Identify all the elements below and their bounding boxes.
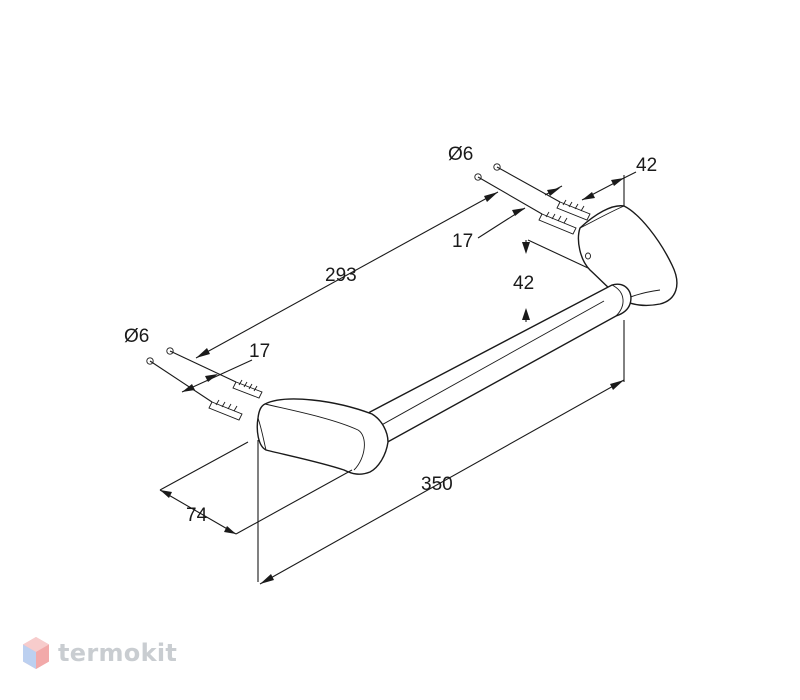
dimension-17-left: 17 (249, 341, 270, 362)
watermark-brand-text: termokit (58, 639, 178, 667)
dimension-350: 350 (421, 474, 453, 495)
right-wall-bracket (577, 205, 678, 307)
termokit-logo-icon (23, 637, 49, 669)
right-hole-lower (474, 173, 482, 181)
dimension-42-height: 42 (513, 273, 534, 294)
dimension-74: 74 (186, 505, 208, 526)
towel-bar-body (256, 205, 678, 475)
right-hole-upper (493, 163, 501, 171)
termokit-watermark: termokit (22, 636, 177, 670)
dimension-17-right: 17 (452, 231, 473, 252)
drill-holes (146, 163, 501, 365)
dimension-293: 293 (325, 265, 357, 286)
dimension-42-width: 42 (636, 155, 657, 176)
dimension-hole-right: Ø6 (448, 144, 473, 165)
dimension-labels: 293 350 74 Ø6 Ø6 17 17 42 42 (124, 144, 657, 526)
left-hole-upper (166, 347, 174, 355)
right-wall-plugs (538, 199, 591, 235)
left-wall-bracket (256, 398, 389, 475)
dimension-lines (159, 171, 637, 585)
left-hole-lower (146, 357, 154, 365)
extension-lines (149, 166, 625, 582)
dimension-hole-left: Ø6 (124, 326, 149, 347)
left-wall-plugs (208, 379, 263, 421)
